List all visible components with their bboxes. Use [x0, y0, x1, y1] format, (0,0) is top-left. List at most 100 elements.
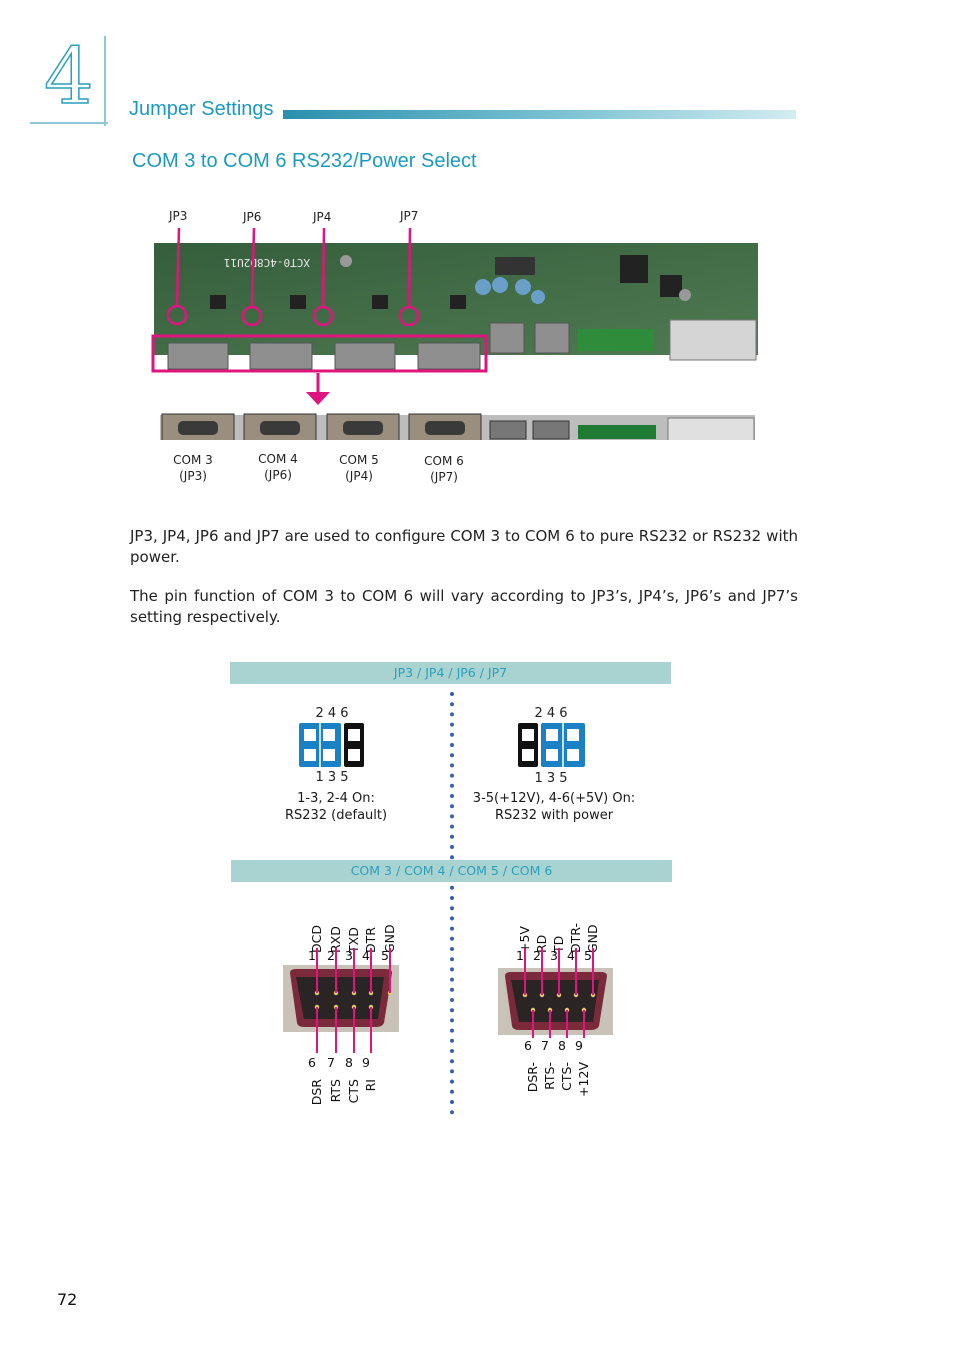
divider-dot: [450, 1059, 454, 1064]
left-bottom-signal: CTS: [346, 1079, 361, 1103]
divider-dot: [450, 885, 454, 890]
chapter-number: 4: [43, 32, 94, 122]
divider-dot: [450, 845, 454, 849]
right-bottom-pin-number: 6: [524, 1038, 532, 1053]
right-top-pin-number: 1: [516, 948, 524, 963]
right-bottom-signal: +12V: [576, 1062, 591, 1097]
left-top-pin-number: 1: [308, 948, 316, 963]
divider-dot: [450, 804, 454, 809]
dotted-divider: [450, 692, 454, 1115]
divider-dot: [450, 1100, 454, 1104]
chapter-rule-horizontal: [30, 122, 108, 124]
right-top-signal: DTR-: [568, 923, 583, 953]
divider-dot: [450, 1049, 454, 1053]
left-top-signal: GND: [382, 924, 397, 953]
right-bottom-signal: CTS-: [559, 1062, 574, 1091]
divider-dot: [450, 702, 454, 707]
divider-dot: [450, 926, 454, 931]
board-photo: XCT0-4C8D2U11: [151, 227, 758, 440]
jumper-label-jp7: JP7: [400, 209, 419, 223]
jumper2-caption-line1: 3-5(+12V), 4-6(+5V) On:: [472, 791, 636, 806]
divider-dot: [450, 1069, 454, 1074]
divider-dot: [450, 855, 454, 860]
right-top-pin-number: 2: [533, 948, 541, 963]
section-title: Jumper Settings: [129, 98, 274, 120]
jumper1-caption-line1: 1-3, 2-4 On:: [297, 791, 375, 806]
right-bottom-signal: DSR-: [525, 1062, 540, 1092]
page-number: 72: [57, 1290, 78, 1309]
left-bottom-pin-number: 9: [362, 1055, 370, 1070]
divider-dot: [450, 1089, 454, 1094]
left-top-signal: RXD: [328, 926, 343, 953]
divider-dot: [450, 814, 454, 819]
paragraph-2: The pin function of COM 3 to COM 6 will …: [130, 587, 798, 626]
com5-caption: COM 5 (JP4): [326, 452, 392, 484]
left-bottom-pin-number: 8: [345, 1055, 353, 1070]
jumper1-bottom-pins: 1 3 5: [315, 770, 349, 785]
left-bottom-signal: DSR: [309, 1079, 324, 1105]
right-bottom-signal: RTS-: [542, 1062, 557, 1090]
right-top-pin-number: 5: [584, 948, 592, 963]
right-top-signal: GND: [585, 924, 600, 953]
jumper2-diagram: [518, 723, 585, 767]
com6-caption: COM 6 (JP7): [411, 453, 477, 485]
left-top-pin-number: 3: [345, 948, 353, 963]
paragraph-1: JP3, JP4, JP6 and JP7 are used to config…: [130, 527, 798, 566]
divider-dot: [450, 773, 454, 778]
jumper2-caption: 3-5(+12V), 4-6(+5V) On: RS232 with power: [456, 790, 652, 824]
left-bottom-signal: RTS: [328, 1079, 343, 1102]
left-top-pin-number: 2: [327, 948, 335, 963]
divider-dot: [450, 1008, 454, 1013]
jumper2-top-pins: 2 4 6: [534, 706, 568, 721]
jumper2-caption-line2: RS232 with power: [494, 808, 614, 823]
left-top-signal: DTR: [363, 927, 378, 953]
divider-dot: [450, 1079, 454, 1084]
right-bottom-pin-number: 8: [558, 1038, 566, 1053]
divider-dot: [450, 692, 454, 696]
left-bottom-signal: RI: [363, 1079, 378, 1091]
jumper2-bottom-pins: 1 3 5: [534, 771, 568, 786]
divider-dot: [450, 916, 454, 921]
divider-dot: [450, 824, 454, 829]
com-table-header: COM 3 / COM 4 / COM 5 / COM 6: [231, 860, 672, 882]
left-top-pin-number: 4: [362, 948, 370, 963]
divider-dot: [450, 1018, 454, 1023]
com3-jumper: (JP3): [179, 469, 207, 483]
left-top-pin-number: 5: [381, 948, 389, 963]
divider-dot: [450, 1110, 454, 1115]
divider-dot: [450, 998, 454, 1002]
divider-dot: [450, 967, 454, 972]
jumper1-caption: 1-3, 2-4 On: RS232 (default): [246, 790, 426, 824]
divider-dot: [450, 1028, 454, 1033]
jumper-label-jp4: JP4: [313, 210, 332, 224]
divider-dot: [450, 1038, 454, 1043]
board-silkscreen: XCT0-4C8D2U11: [224, 256, 310, 269]
right-top-signal: +5V: [517, 926, 532, 953]
com5-name: COM 5: [339, 453, 379, 467]
com3-caption: COM 3 (JP3): [160, 452, 226, 484]
right-top-signal: RD: [534, 935, 549, 953]
com4-jumper: (JP6): [264, 468, 292, 482]
jumper-label-jp3: JP3: [169, 209, 188, 223]
divider-dot: [450, 957, 454, 962]
divider-dot: [450, 783, 454, 788]
com4-name: COM 4: [258, 452, 298, 466]
left-bottom-pin-number: 7: [327, 1055, 335, 1070]
section-title-bar: [283, 110, 796, 119]
right-top-pin-number: 4: [567, 948, 575, 963]
divider-dot: [450, 896, 454, 900]
divider-dot: [450, 732, 454, 737]
jumper1-top-pins: 2 4 6: [315, 706, 349, 721]
com6-name: COM 6: [424, 454, 464, 468]
divider-dot: [450, 947, 454, 951]
com4-caption: COM 4 (JP6): [245, 451, 311, 483]
jumper1-diagram: [299, 723, 364, 767]
com6-jumper: (JP7): [430, 470, 458, 484]
divider-dot: [450, 936, 454, 941]
left-top-signal: DCD: [309, 925, 324, 953]
right-top-signal: TD: [551, 936, 566, 954]
divider-dot: [450, 712, 454, 717]
jumper1-caption-line2: RS232 (default): [284, 808, 388, 823]
divider-dot: [450, 743, 454, 747]
